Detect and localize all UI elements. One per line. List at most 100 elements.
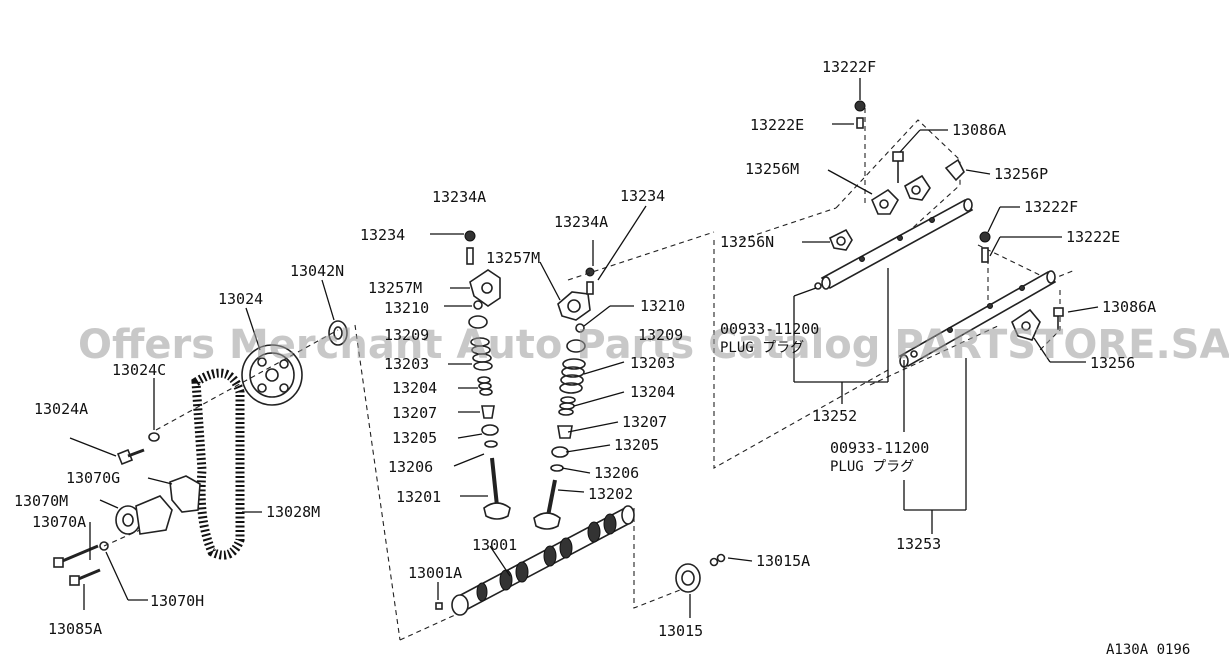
label-13085A: 13085A: [48, 620, 102, 638]
rocker-arm-13256M: [870, 188, 899, 215]
nut-13234A-left: [464, 230, 476, 242]
tensioner-bracket-13070G: [169, 475, 201, 513]
spring-13203-right: [559, 358, 586, 394]
label-13201: 13201: [396, 488, 441, 506]
spring-13204-right: [558, 396, 576, 416]
label-13203-left: 13203: [384, 355, 429, 373]
label-13222F-mid: 13222F: [1024, 198, 1078, 216]
rocker-arm-13257M-left: [469, 269, 501, 307]
tensioner-13070M: [115, 495, 173, 535]
label-13015: 13015: [658, 622, 703, 640]
label-plug1-code: 00933-11200: [720, 320, 819, 338]
seal-13015A: [709, 553, 726, 567]
label-13015A: 13015A: [756, 552, 810, 570]
label-13205-right: 13205: [614, 436, 659, 454]
cam-sprocket-13024: [241, 344, 303, 406]
valve-13201: [483, 457, 511, 520]
spring-13203-left: [470, 337, 493, 371]
label-13210-right: 13210: [640, 297, 685, 315]
label-13070G: 13070G: [66, 469, 120, 487]
rocker-arm-13256: [1011, 308, 1041, 341]
rocker-arm-13257M-right: [557, 291, 591, 321]
seal-13205-right: [551, 446, 569, 458]
label-13207-left: 13207: [392, 404, 437, 422]
label-13206-right: 13206: [594, 464, 639, 482]
label-13209-left: 13209: [384, 326, 429, 344]
retainer-13209-left: [468, 315, 488, 329]
adjust-screw-mid: [979, 231, 991, 263]
label-13203-right: 13203: [630, 354, 675, 372]
valve-13202: [533, 479, 561, 530]
label-13253: 13253: [896, 535, 941, 553]
screw-13234-left: [466, 247, 474, 265]
label-13207-right: 13207: [622, 413, 667, 431]
label-13001: 13001: [472, 536, 517, 554]
rocker-shaft-assembly: [713, 100, 1076, 469]
label-13256M: 13256M: [745, 160, 799, 178]
label-13256N: 13256N: [720, 233, 774, 251]
label-plug2-code: 00933-11200: [830, 439, 929, 457]
collet-13210-left: [473, 300, 483, 310]
rocker-arm-13256P: [903, 158, 965, 201]
adjust-screw-top: [854, 100, 866, 129]
nut-13234A-right: [585, 267, 595, 277]
leader-lines: [69, 78, 1099, 618]
label-plug1-name: PLUG プラグ: [720, 340, 804, 356]
label-13234A-right: 13234A: [554, 213, 608, 231]
camshaft-13001: [435, 505, 635, 616]
label-13070H: 13070H: [150, 592, 204, 610]
plug-2: [910, 350, 918, 358]
collet-13210-right: [575, 323, 585, 333]
label-13222F-top: 13222F: [822, 58, 876, 76]
seat-13207-left: [481, 405, 495, 419]
label-13204-right: 13204: [630, 383, 675, 401]
label-13210-left: 13210: [384, 299, 429, 317]
label-13086A-top: 13086A: [952, 121, 1006, 139]
label-13070M: 13070M: [14, 492, 68, 510]
bolt-13086A-top: [892, 151, 904, 183]
label-13257M-right: 13257M: [486, 249, 540, 267]
label-13252: 13252: [812, 407, 857, 425]
label-13256P: 13256P: [994, 165, 1048, 183]
label-13001A: 13001A: [408, 564, 462, 582]
label-13086A-mid: 13086A: [1102, 298, 1156, 316]
washer-13024C: [148, 432, 160, 442]
label-13257M-left: 13257M: [368, 279, 422, 297]
label-13042N: 13042N: [290, 262, 344, 280]
label-13070A: 13070A: [32, 513, 86, 531]
washer-13206-left: [484, 440, 498, 448]
label-13202: 13202: [588, 485, 633, 503]
seal-13205-left: [481, 424, 499, 436]
key-13001A: [435, 602, 443, 610]
label-13206-left: 13206: [388, 458, 433, 476]
retainer-13209-right: [566, 339, 586, 353]
label-13028M: 13028M: [266, 503, 320, 521]
label-13234A-left: 13234A: [432, 188, 486, 206]
bolt-13085A: [69, 568, 101, 586]
part-labels: 13222F 13222E 13086A 13256M 13256P 13222…: [14, 58, 1190, 658]
washer-13206-right: [550, 464, 564, 472]
label-13205-left: 13205: [392, 429, 437, 447]
label-13222E-mid: 13222E: [1066, 228, 1120, 246]
label-13222E-top: 13222E: [750, 116, 804, 134]
cam-plug-13015: [675, 563, 701, 593]
screw-13234-right: [586, 281, 594, 295]
seal-13042N: [328, 320, 348, 346]
plug-1: [814, 282, 822, 290]
label-13234-right: 13234: [620, 187, 665, 205]
label-13256: 13256: [1090, 354, 1135, 372]
upper-rocker-shaft: [820, 198, 974, 290]
label-13234-left: 13234: [360, 226, 405, 244]
spring-13204-left: [477, 376, 493, 396]
figure-code: A130A 0196: [1106, 642, 1190, 658]
label-plug2-name: PLUG プラグ: [830, 459, 914, 475]
rocker-arm-13256N: [828, 228, 853, 251]
bolt-13086A-mid: [1053, 307, 1064, 330]
label-13024: 13024: [218, 290, 263, 308]
seat-13207-right: [557, 425, 573, 439]
label-13024C: 13024C: [112, 361, 166, 379]
bolt-13070A: [53, 544, 99, 568]
bolt-13024A: [116, 448, 145, 466]
valve-train: [354, 230, 715, 641]
